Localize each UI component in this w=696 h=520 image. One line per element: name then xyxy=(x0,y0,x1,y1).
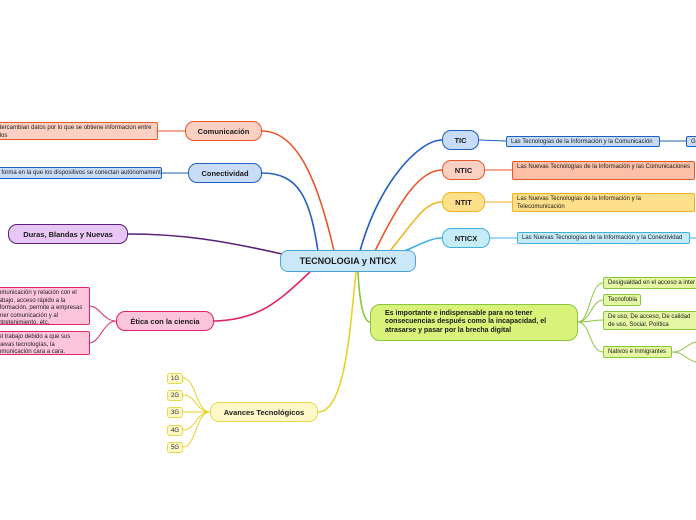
tic-node[interactable]: TIC xyxy=(442,130,479,150)
etica-ciencia-node[interactable]: Ética con la ciencia xyxy=(116,311,214,331)
brecha-item-desigualdad[interactable]: Desigualdad en el acceso a inter xyxy=(603,277,696,289)
brecha-item-tipos[interactable]: De uso, De acceso, De calidad de uso, So… xyxy=(603,311,696,330)
nticx-node[interactable]: NTICX xyxy=(442,228,490,248)
ntic-node[interactable]: NTIC xyxy=(442,160,485,180)
duras-blandas-nuevas-node[interactable]: Duras, Blandas y Nuevas xyxy=(8,224,128,244)
importante-node[interactable]: Es importante e indispensable para no te… xyxy=(370,304,578,341)
avance-2g[interactable]: 2G xyxy=(167,390,183,401)
avance-1g[interactable]: 1G xyxy=(167,373,183,384)
ntic-leaf[interactable]: Las Nuevas Tecnologías de la Información… xyxy=(512,161,695,180)
nticx-leaf[interactable]: Las Nuevas Tecnologías de la Información… xyxy=(517,232,690,244)
tic-subleaf[interactable]: Ge xyxy=(686,136,696,147)
ntit-node[interactable]: NTIT xyxy=(442,192,485,212)
etica-leaf-2[interactable]: del trabajo debido a que sus nuevas tecn… xyxy=(0,331,90,355)
brecha-item-tecnofobia[interactable]: Tecnofobia xyxy=(603,294,641,306)
avance-5g[interactable]: 5G xyxy=(167,442,183,453)
brecha-item-nativos-inmigrantes[interactable]: Nativos e Inmigrantes xyxy=(603,346,672,358)
conectividad-leaf[interactable]: la forma en la que los dispositivos se c… xyxy=(0,167,162,179)
avance-4g[interactable]: 4G xyxy=(167,425,183,436)
ntit-leaf[interactable]: Las Nuevas Tecnologías de la Información… xyxy=(512,193,695,212)
central-topic[interactable]: TECNOLOGIA y NTICX xyxy=(280,250,416,272)
tic-leaf[interactable]: Las Tecnologías de la Información y la C… xyxy=(506,136,660,147)
avance-3g[interactable]: 3G xyxy=(167,407,183,418)
comunicacion-leaf[interactable]: intercambian datos por lo que se obtiene… xyxy=(0,122,158,140)
comunicacion-node[interactable]: Comunicación xyxy=(185,121,262,141)
etica-leaf-1[interactable]: comunicación y relación con el trabajo, … xyxy=(0,287,90,325)
avances-tecnologicos-node[interactable]: Avances Tecnológicos xyxy=(210,402,318,422)
conectividad-node[interactable]: Conectividad xyxy=(188,163,262,183)
